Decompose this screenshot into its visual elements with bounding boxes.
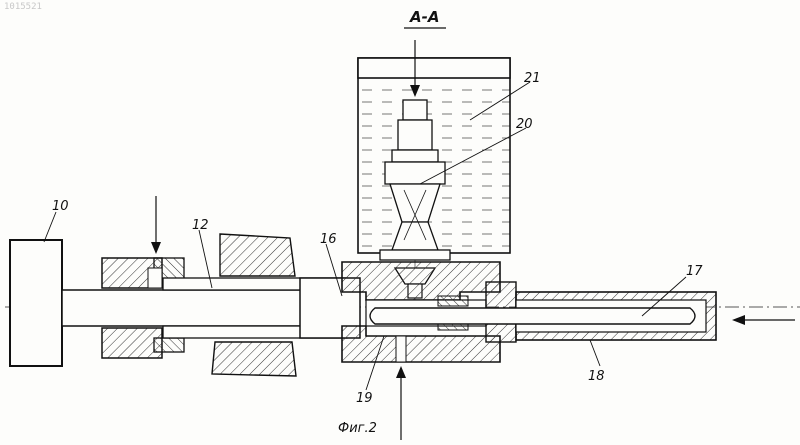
callout-20: 20: [516, 117, 533, 132]
input-arrow-right: [732, 315, 795, 325]
callout-21: 21: [524, 71, 541, 86]
input-arrow-bottom: [396, 366, 406, 440]
callout-12: 12: [192, 218, 209, 233]
callout-18: 18: [588, 369, 605, 384]
input-arrow-left: [151, 196, 161, 254]
callout-17: 17: [686, 264, 703, 279]
plunger-17: [370, 308, 695, 324]
figure-caption: Фиг.2: [338, 421, 377, 436]
section-label-group: А-А: [404, 8, 446, 28]
callout-16: 16: [320, 232, 337, 247]
callout-19: 19: [356, 391, 373, 406]
callout-10: 10: [52, 199, 69, 214]
motor-10: [10, 240, 62, 366]
section-label: А-А: [409, 8, 439, 26]
document-id: 1015521: [4, 2, 42, 12]
